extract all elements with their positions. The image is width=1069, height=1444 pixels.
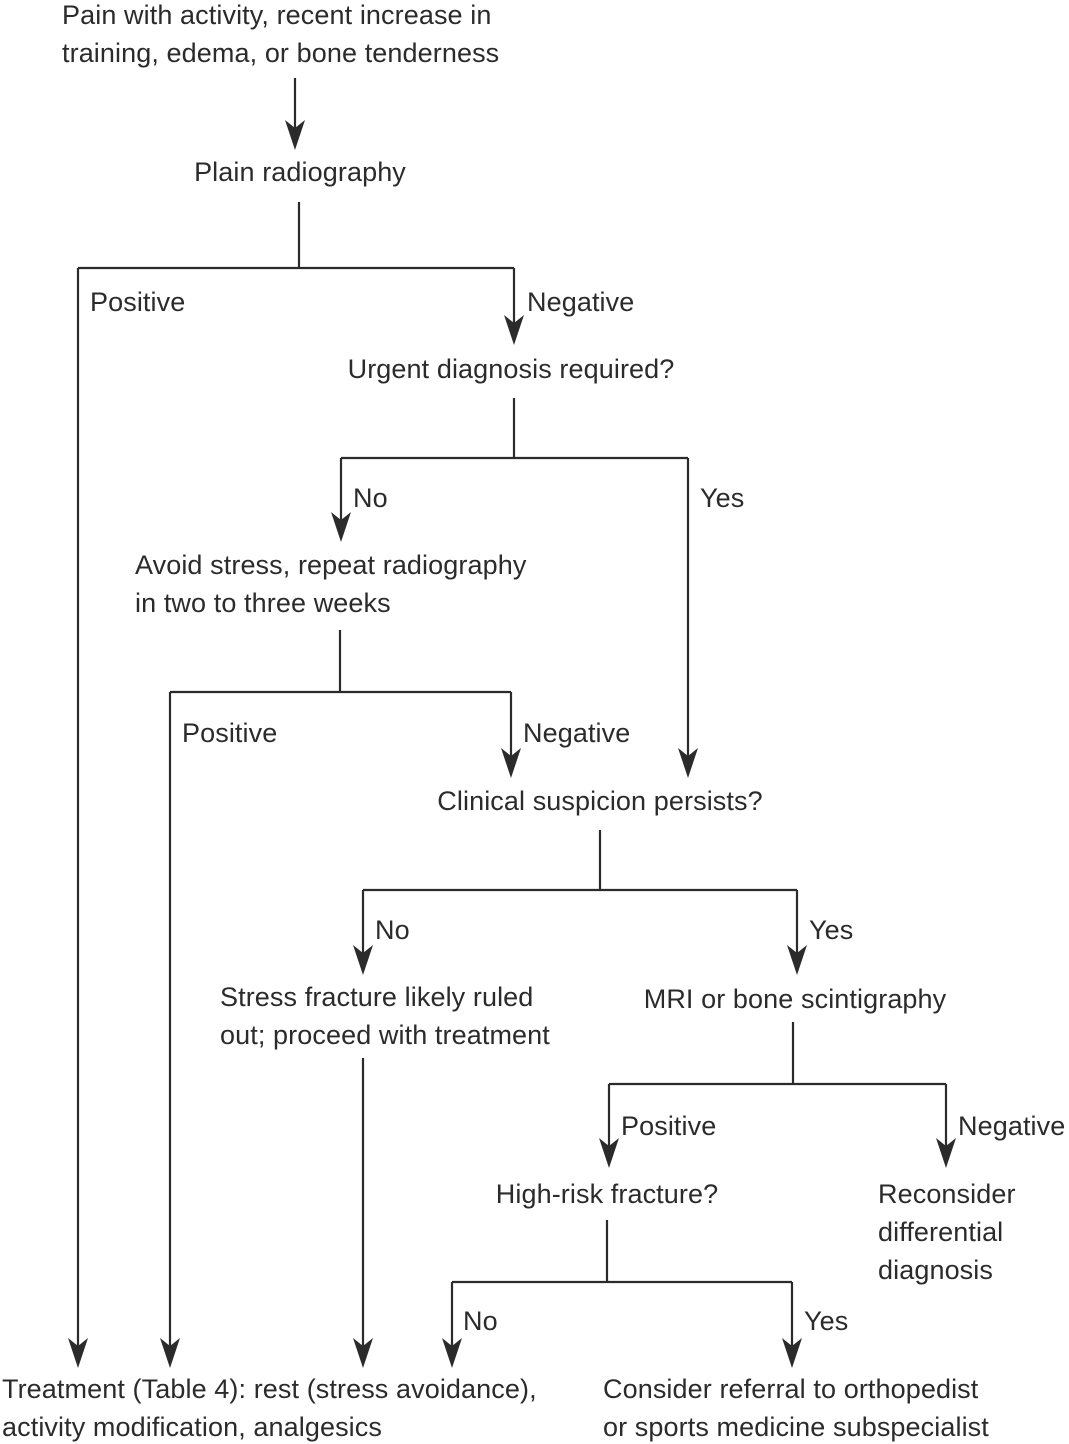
edge-label-suspicion-yes: Yes bbox=[809, 915, 854, 945]
edge-label-highrisk-yes: Yes bbox=[804, 1306, 849, 1336]
node-stress-fracture-ruled-out: Stress fracture likely ruled out; procee… bbox=[220, 982, 550, 1050]
node-clinical-suspicion-question: Clinical suspicion persists? bbox=[437, 786, 763, 816]
edge-label-repeat-positive: Positive bbox=[182, 718, 278, 748]
arrowhead-icon bbox=[331, 512, 351, 542]
arrowhead-icon bbox=[782, 1338, 802, 1368]
arrowhead-icon bbox=[285, 120, 305, 150]
edge-label-repeat-negative: Negative bbox=[523, 718, 631, 748]
arrowhead-icon bbox=[599, 1138, 619, 1168]
arrowhead-icon bbox=[160, 1338, 180, 1368]
edge-label-suspicion-no: No bbox=[375, 915, 410, 945]
edge-label-radiography-negative: Negative bbox=[527, 287, 635, 317]
node-avoid-stress-repeat-radiography: Avoid stress, repeat radiography in two … bbox=[135, 550, 527, 618]
node-reconsider-differential-diagnosis: Reconsider differential diagnosis bbox=[878, 1179, 1016, 1285]
edge-label-highrisk-no: No bbox=[463, 1306, 498, 1336]
edge-label-radiography-positive: Positive bbox=[90, 287, 186, 317]
arrowhead-icon bbox=[442, 1338, 462, 1368]
node-consider-referral: Consider referral to orthopedist or spor… bbox=[603, 1374, 989, 1442]
node-high-risk-fracture-question: High-risk fracture? bbox=[495, 1179, 719, 1209]
node-entry-criteria: Pain with activity, recent increase in t… bbox=[62, 0, 500, 68]
arrowhead-icon bbox=[68, 1338, 88, 1368]
edge-label-urgent-yes: Yes bbox=[700, 483, 745, 513]
arrowhead-icon bbox=[504, 315, 524, 345]
node-plain-radiography: Plain radiography bbox=[194, 157, 406, 187]
arrowhead-icon bbox=[787, 945, 807, 975]
arrowhead-icon bbox=[678, 748, 698, 778]
arrowhead-icon bbox=[353, 945, 373, 975]
edge-label-mri-negative: Negative bbox=[958, 1111, 1066, 1141]
node-treatment: Treatment (Table 4): rest (stress avoida… bbox=[2, 1374, 537, 1442]
arrowhead-icon bbox=[936, 1138, 956, 1168]
node-mri-bone-scintigraphy: MRI or bone scintigraphy bbox=[643, 984, 947, 1014]
edge-label-mri-positive: Positive bbox=[621, 1111, 717, 1141]
edge-label-urgent-no: No bbox=[353, 483, 388, 513]
arrowhead-icon bbox=[501, 748, 521, 778]
arrowhead-icon bbox=[353, 1338, 373, 1368]
node-urgent-diagnosis-question: Urgent diagnosis required? bbox=[347, 354, 675, 384]
